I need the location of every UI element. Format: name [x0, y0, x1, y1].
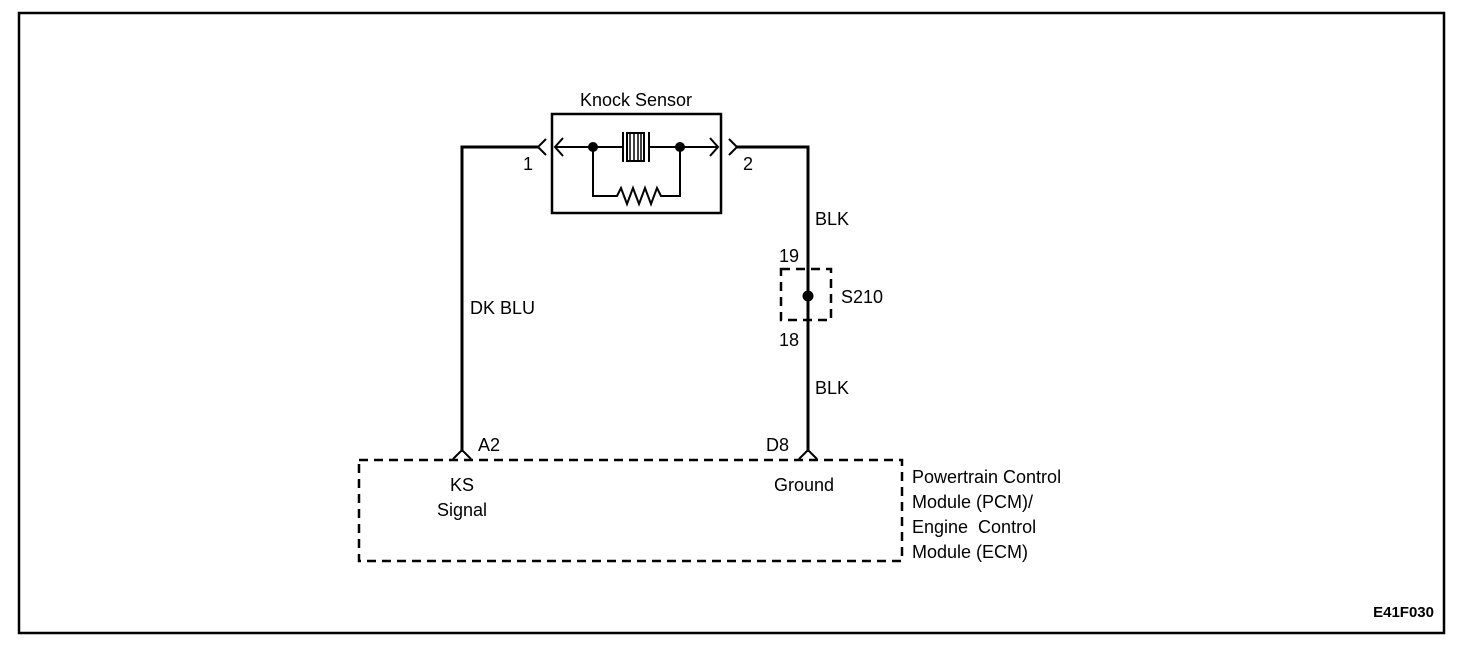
diagram-frame [17, 11, 1446, 635]
splice-s210: S210 19 18 [779, 246, 883, 350]
module-box [357, 458, 904, 563]
module-pin-d8: D8 [766, 435, 789, 455]
signal-wire-color: DK BLU [470, 298, 535, 318]
knock-sensor-box [550, 112, 723, 215]
resistor-icon [592, 147, 681, 207]
ground-wire-lower-color: BLK [815, 378, 849, 398]
sensor-pin-2: 2 [743, 154, 753, 174]
connector-pin-1-icon [536, 138, 547, 156]
signal-label: Signal [437, 500, 487, 520]
knock-sensor-title: Knock Sensor [580, 90, 692, 110]
ground-wire-upper [737, 145, 810, 296]
connector-d8-icon [798, 448, 818, 460]
signal-wire [460, 145, 538, 452]
connector-pin-2-icon [728, 138, 739, 156]
module-name-line-3: Engine Control [912, 517, 1036, 537]
figure-code: E41F030 [1373, 604, 1434, 621]
knock-sensor: Knock Sensor 1 2 [523, 90, 753, 215]
splice-pin-lower: 18 [779, 330, 799, 350]
connector-a2-icon [452, 448, 472, 460]
module-name-line-4: Module (ECM) [912, 542, 1028, 562]
sensor-pin-1: 1 [523, 154, 533, 174]
splice-box [779, 267, 833, 322]
ground-label: Ground [774, 475, 834, 495]
ground-wire-upper-color: BLK [815, 209, 849, 229]
module-pin-a2: A2 [478, 435, 500, 455]
splice-name: S210 [841, 287, 883, 307]
pcm-ecm-module: KS Signal Ground [357, 458, 904, 563]
module-name-line-2: Module (PCM)/ [912, 492, 1033, 512]
ks-label: KS [450, 475, 474, 495]
splice-pin-upper: 19 [779, 246, 799, 266]
piezo-element-icon [593, 132, 680, 162]
module-name-line-1: Powertrain Control [912, 467, 1061, 487]
